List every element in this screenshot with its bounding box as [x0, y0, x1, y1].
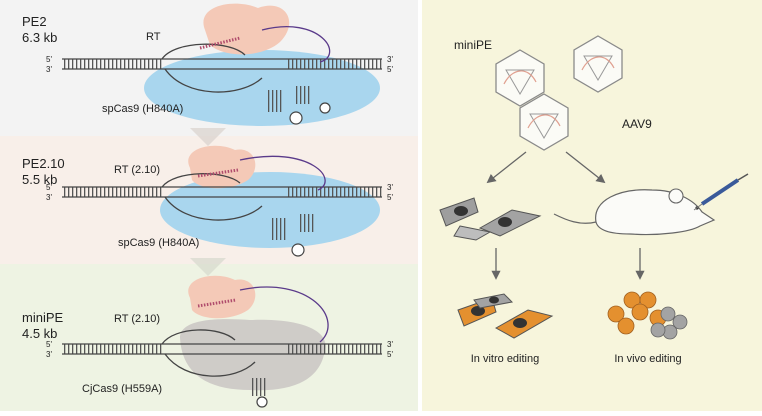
- panel-2-name: PE2.10: [22, 156, 65, 171]
- rna-stem-1: [268, 90, 282, 112]
- panel-1-rt-label: RT: [146, 31, 161, 43]
- panel-3-name: miniPE: [22, 310, 64, 325]
- rna-loop: [291, 243, 305, 257]
- rna-stem: [252, 378, 266, 396]
- rt-template: [199, 36, 241, 50]
- displaced-strand: [161, 173, 241, 188]
- panel-3-end-3: 3': [46, 350, 52, 359]
- panel-2-end-5: 5': [46, 183, 52, 192]
- panel-3-rt-label: RT (2.10): [114, 313, 160, 325]
- panel-1-end-3r: 3': [387, 55, 393, 64]
- panel-3-end-5r: 5': [387, 350, 393, 359]
- aav-capsid-icon: [519, 93, 569, 151]
- rna-loop: [319, 102, 331, 114]
- aav-capsid-icon: [495, 49, 545, 107]
- panel-1-cas-label: spCas9 (H840A): [102, 103, 183, 115]
- cargo-label: miniPE: [454, 38, 492, 52]
- panel-1-end-3: 3': [46, 65, 52, 74]
- panel-3-end-5: 5': [46, 340, 52, 349]
- syringe-icon: [693, 173, 749, 211]
- vector-label: AAV9: [622, 117, 652, 131]
- down-arrow-1: [190, 128, 226, 146]
- dna-right: [288, 187, 382, 197]
- in-vitro-label: In vitro editing: [471, 353, 539, 365]
- panel-2-end-3: 3': [46, 193, 52, 202]
- panel-3-size: 4.5 kb: [22, 326, 57, 341]
- dna-left: [62, 187, 162, 197]
- rt-enzyme: [188, 275, 256, 319]
- panel-1-end-5r: 5': [387, 65, 393, 74]
- displaced-strand: [161, 329, 236, 345]
- guide-rna: [164, 196, 263, 221]
- pegrna-extension: [239, 155, 326, 191]
- panel-2-rt-label: RT (2.10): [114, 164, 160, 176]
- rna-stem-1: [272, 218, 286, 240]
- panel-2-cas-label: spCas9 (H840A): [118, 237, 199, 249]
- pegrna-extension: [239, 286, 329, 343]
- dna-left: [62, 344, 162, 354]
- down-arrow-2: [190, 258, 226, 276]
- panel-minipe: [62, 275, 382, 408]
- rna-loop: [256, 396, 268, 408]
- panel-2-end-5r: 5': [387, 193, 393, 202]
- panel-1-size: 6.3 kb: [22, 30, 57, 45]
- panel-pe2-10: [62, 145, 382, 257]
- panel-1-name: PE2: [22, 14, 47, 29]
- rna-stem-2: [296, 86, 310, 104]
- panel-2-size: 5.5 kb: [22, 172, 57, 187]
- in-vivo-label: In vivo editing: [614, 353, 681, 365]
- aav-capsid-icon: [573, 35, 623, 93]
- panel-1-end-5: 5': [46, 55, 52, 64]
- arrow-to-cells: [486, 151, 527, 184]
- dna-left: [62, 59, 162, 69]
- rt-template: [197, 168, 239, 178]
- arrow-to-mouse: [565, 151, 606, 184]
- panel-pe2: [62, 3, 382, 126]
- rna-loop: [289, 111, 303, 125]
- guide-rna: [164, 353, 256, 377]
- mouse-icon: [553, 188, 716, 236]
- edited-cells-icon: [457, 293, 554, 339]
- cultured-cells-icon: [439, 197, 542, 241]
- cjcas9-protein: [180, 319, 326, 391]
- rt-enzyme: [188, 145, 256, 189]
- rna-stem-2: [300, 214, 314, 232]
- panel-2-end-3r: 3': [387, 183, 393, 192]
- panel-3-end-3r: 3': [387, 340, 393, 349]
- pegrna-extension: [261, 26, 331, 63]
- dna-right: [288, 344, 382, 354]
- dna-right: [288, 59, 382, 69]
- rt-enzyme: [203, 3, 290, 55]
- edited-tissue-icon: [607, 291, 688, 340]
- displaced-strand: [161, 43, 246, 60]
- rt-template: [197, 298, 237, 308]
- guide-rna: [164, 68, 263, 93]
- panel-3-cas-label: CjCas9 (H559A): [82, 383, 162, 395]
